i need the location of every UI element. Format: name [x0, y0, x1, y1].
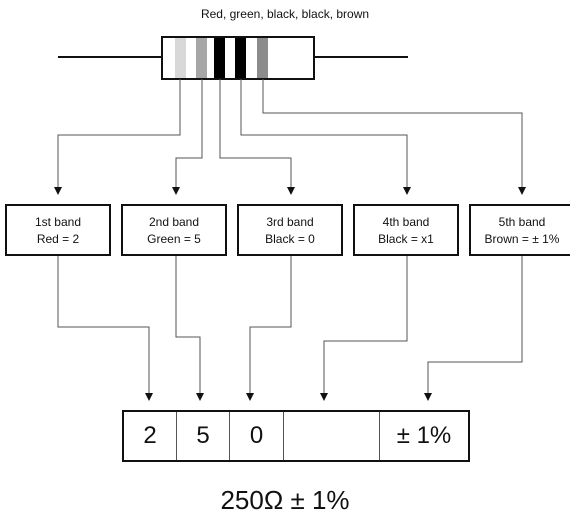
result-cell-2: 5: [177, 412, 230, 460]
connector-result-3: [246, 256, 292, 401]
resistor-band-5: [257, 38, 268, 78]
band-box-4-name: 4th band: [382, 215, 430, 229]
band-box-5-value: Brown = ± 1%: [484, 232, 560, 246]
band-box-2-value: Green = 5: [147, 232, 201, 246]
band-box-3-value: Black = 0: [265, 232, 315, 246]
connector-result-1: [57, 256, 153, 401]
band-box-3: 3rd band Black = 0: [237, 204, 343, 256]
total-resistance: 250Ω ± 1%: [220, 485, 350, 515]
result-box: 2 5 0 ± 1%: [122, 410, 470, 462]
band-box-5-name: 5th band: [498, 215, 546, 229]
result-cell-3: 0: [230, 412, 284, 460]
result-cell-4: [284, 412, 380, 460]
resistor-band-3: [214, 38, 225, 78]
connector-band-4: [240, 79, 411, 195]
band-box-2: 2nd band Green = 5: [121, 204, 227, 256]
band-box-4-value: Black = x1: [378, 232, 434, 246]
band-box-2-name: 2nd band: [148, 215, 200, 229]
band-box-1-name: 1st band: [34, 215, 82, 229]
connector-result-5: [424, 256, 523, 401]
connector-band-2: [172, 79, 203, 195]
diagram-title: Red, green, black, black, brown: [200, 7, 370, 21]
connector-band-3: [219, 79, 295, 195]
connector-band-5: [262, 79, 526, 195]
result-cell-1: 2: [124, 412, 177, 460]
resistor-band-4: [235, 38, 246, 78]
connector-result-4: [320, 256, 408, 401]
connector-result-2: [175, 256, 204, 401]
connector-band-1: [54, 79, 181, 195]
resistor-band-1: [175, 38, 186, 78]
resistor-band-2: [196, 38, 207, 78]
band-box-5: 5th band Brown = ± 1%: [469, 204, 570, 256]
result-cell-5: ± 1%: [396, 422, 452, 449]
band-box-3-name: 3rd band: [266, 215, 314, 229]
band-box-4: 4th band Black = x1: [353, 204, 459, 256]
band-box-1-value: Red = 2: [36, 232, 80, 246]
band-box-1: 1st band Red = 2: [5, 204, 111, 256]
